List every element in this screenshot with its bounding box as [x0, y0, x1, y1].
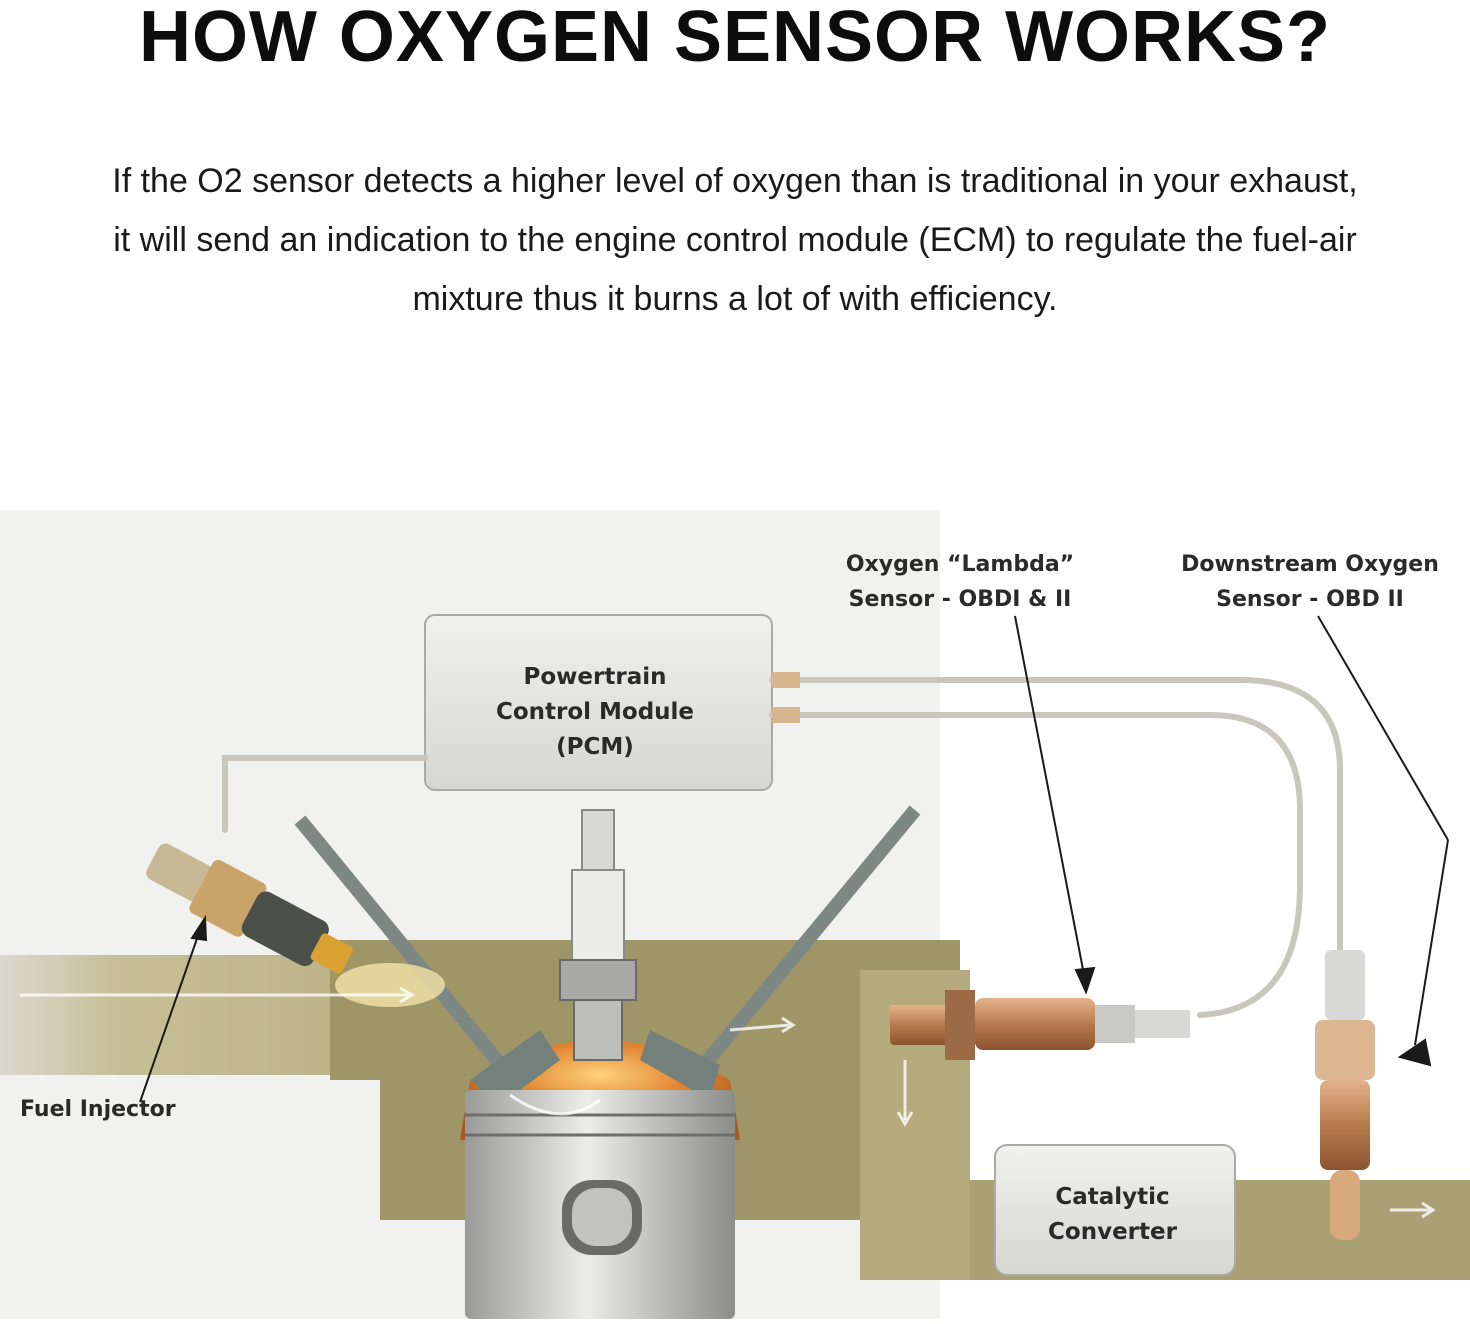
pcm-label-line-2: Control Module — [495, 699, 695, 725]
leader-lines — [139, 615, 1449, 1103]
intake-valve — [294, 815, 511, 1075]
sensor-wires — [222, 677, 1343, 1018]
downstream-sensor-label: Downstream Oxygen Sensor - OBD II — [1150, 547, 1470, 617]
catalytic-converter-label-line-1: Catalytic — [1055, 1184, 1170, 1210]
downstream-sensor-body — [1315, 950, 1375, 1240]
pcm-module-box — [424, 614, 773, 791]
lambda-sensor-label-line-1: Oxygen “Lambda” — [845, 552, 1075, 577]
spark-plug-insulator — [571, 869, 625, 961]
exhaust-valve-head — [640, 1030, 720, 1100]
pcm-label: Powertrain Control Module (PCM) — [465, 660, 725, 765]
fuel-injector-label: Fuel Injector — [20, 1097, 176, 1122]
engine-exhaust-illustration — [0, 510, 1470, 1319]
spark-plug-terminal — [581, 809, 615, 871]
downstream-sensor-label-line-2: Sensor - OBD II — [1216, 587, 1404, 612]
spark-plug-hex — [559, 959, 637, 1001]
catalytic-converter-label-line-2: Converter — [1048, 1219, 1177, 1245]
pcm-label-line-1: Powertrain — [523, 664, 667, 690]
lambda-sensor-label-line-2: Sensor - OBDI & II — [848, 587, 1072, 612]
pcm-label-line-3: (PCM) — [556, 734, 634, 760]
downstream-sensor-label-line-1: Downstream Oxygen — [1181, 552, 1439, 577]
description-paragraph: If the O2 sensor detects a higher level … — [112, 162, 1358, 318]
catalytic-converter-box — [994, 1144, 1236, 1276]
flow-arrows — [20, 986, 1436, 1219]
exhaust-valve — [694, 805, 921, 1075]
fuel-injector — [146, 843, 353, 974]
spark-plug-thread — [573, 999, 623, 1061]
oxygen-sensor-diagram: Powertrain Control Module (PCM) Oxygen “… — [0, 440, 1470, 1319]
intake-valve-head — [470, 1030, 560, 1105]
page-title: HOW OXYGEN SENSOR WORKS? — [138, 0, 1332, 77]
lambda-sensor-label: Oxygen “Lambda” Sensor - OBDI & II — [815, 547, 1105, 617]
catalytic-converter-label: Catalytic Converter — [1010, 1180, 1215, 1250]
lambda-sensor-body — [890, 990, 1190, 1060]
fuel-spray — [335, 963, 445, 1007]
